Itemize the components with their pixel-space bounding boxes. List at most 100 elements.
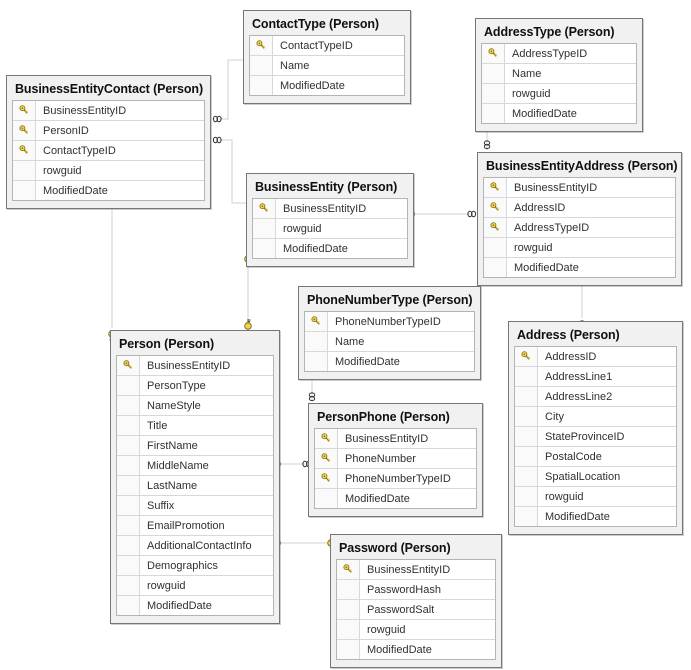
column-gutter — [117, 536, 140, 555]
column-name: rowguid — [512, 87, 551, 100]
column-gutter — [482, 84, 505, 103]
column-row[interactable]: rowguid — [13, 161, 204, 181]
column-row[interactable]: rowguid — [117, 576, 273, 596]
column-row[interactable]: ContactTypeID — [250, 36, 404, 56]
column-row[interactable]: ContactTypeID — [13, 141, 204, 161]
column-row[interactable]: ModifiedDate — [117, 596, 273, 616]
column-row[interactable]: Name — [482, 64, 636, 84]
column-row[interactable]: Suffix — [117, 496, 273, 516]
table-person[interactable]: Person (Person) BusinessEntityID PersonTyp… — [110, 330, 280, 624]
column-row[interactable]: PersonID — [13, 121, 204, 141]
column-name: PersonType — [147, 379, 206, 392]
column-name: StateProvinceID — [545, 430, 625, 443]
column-row[interactable]: rowguid — [253, 219, 407, 239]
column-gutter — [117, 476, 140, 495]
column-name: ModifiedDate — [147, 599, 212, 612]
column-row[interactable]: BusinessEntityID — [484, 178, 675, 198]
column-row[interactable]: AddressID — [484, 198, 675, 218]
rel-person-password[interactable] — [270, 539, 338, 547]
column-row[interactable]: SpatialLocation — [515, 467, 676, 487]
table-businessentitycontact[interactable]: BusinessEntityContact (Person)BusinessEn… — [6, 75, 211, 209]
primary-key-icon — [253, 199, 276, 218]
column-name: ModifiedDate — [545, 510, 610, 523]
column-name: rowguid — [43, 164, 82, 177]
column-row[interactable]: EmailPromotion — [117, 516, 273, 536]
column-row[interactable]: PostalCode — [515, 447, 676, 467]
rel-businessentity-bea[interactable] — [404, 210, 477, 218]
column-row[interactable]: Title — [117, 416, 273, 436]
rel-bec-person[interactable] — [108, 194, 116, 341]
table-businessentityaddress[interactable]: BusinessEntityAddress (Person) BusinessEn… — [477, 152, 682, 286]
column-row[interactable]: ModifiedDate — [253, 239, 407, 259]
primary-key-icon — [117, 356, 140, 375]
column-gutter — [253, 239, 276, 258]
column-row[interactable]: AddressLine2 — [515, 387, 676, 407]
column-row[interactable]: ModifiedDate — [13, 181, 204, 201]
column-row[interactable]: LastName — [117, 476, 273, 496]
column-name: Title — [147, 419, 168, 432]
table-phonenumbertype[interactable]: PhoneNumberType (Person)PhoneNumberTypeI… — [298, 286, 481, 380]
column-row[interactable]: PhoneNumberTypeID — [305, 312, 474, 332]
column-row[interactable]: NameStyle — [117, 396, 273, 416]
column-row[interactable]: ModifiedDate — [315, 489, 476, 509]
relationship-many-infinity-icon — [483, 140, 491, 150]
table-title: BusinessEntityAddress (Person) — [486, 159, 678, 173]
column-name: AddressID — [514, 201, 566, 214]
column-gutter — [117, 396, 140, 415]
column-row[interactable]: BusinessEntityID — [117, 356, 273, 376]
column-row[interactable]: ModifiedDate — [482, 104, 636, 124]
column-row[interactable]: PasswordSalt — [337, 600, 495, 620]
column-row[interactable]: ModifiedDate — [250, 76, 404, 96]
column-gutter — [117, 596, 140, 615]
column-row[interactable]: ModifiedDate — [305, 352, 474, 372]
table-addresstype[interactable]: AddressType (Person) AddressTypeID Name row… — [475, 18, 643, 132]
column-row[interactable]: AddressID — [515, 347, 676, 367]
column-row[interactable]: rowguid — [515, 487, 676, 507]
column-row[interactable]: Demographics — [117, 556, 273, 576]
column-name: EmailPromotion — [147, 519, 225, 532]
primary-key-icon — [337, 560, 360, 579]
column-row[interactable]: StateProvinceID — [515, 427, 676, 447]
table-title: AddressType (Person) — [484, 25, 615, 39]
column-row[interactable]: PhoneNumber — [315, 449, 476, 469]
column-row[interactable]: BusinessEntityID — [337, 560, 495, 580]
column-row[interactable]: BusinessEntityID — [315, 429, 476, 449]
column-row[interactable]: rowguid — [337, 620, 495, 640]
column-row[interactable]: MiddleName — [117, 456, 273, 476]
column-row[interactable]: rowguid — [482, 84, 636, 104]
column-row[interactable]: BusinessEntityID — [253, 199, 407, 219]
column-gutter — [482, 64, 505, 83]
column-row[interactable]: Name — [305, 332, 474, 352]
column-row[interactable]: ModifiedDate — [515, 507, 676, 527]
column-row[interactable]: PasswordHash — [337, 580, 495, 600]
column-row[interactable]: ModifiedDate — [337, 640, 495, 660]
column-gutter — [117, 496, 140, 515]
column-row[interactable]: ModifiedDate — [484, 258, 675, 278]
column-row[interactable]: rowguid — [484, 238, 675, 258]
column-row[interactable]: FirstName — [117, 436, 273, 456]
column-name: PhoneNumberTypeID — [335, 315, 441, 328]
column-name: BusinessEntityID — [283, 202, 367, 215]
primary-key-icon — [250, 36, 273, 55]
column-row[interactable]: BusinessEntityID — [13, 101, 204, 121]
column-row[interactable]: PhoneNumberTypeID — [315, 469, 476, 489]
column-row[interactable]: AddressTypeID — [482, 44, 636, 64]
column-row[interactable]: Name — [250, 56, 404, 76]
column-row[interactable]: City — [515, 407, 676, 427]
table-title: Person (Person) — [119, 337, 215, 351]
column-row[interactable]: AddressLine1 — [515, 367, 676, 387]
column-row[interactable]: PersonType — [117, 376, 273, 396]
column-row[interactable]: AdditionalContactInfo — [117, 536, 273, 556]
column-name: Name — [512, 67, 542, 80]
column-name: ContactTypeID — [43, 144, 116, 157]
column-row[interactable]: AddressTypeID — [484, 218, 675, 238]
